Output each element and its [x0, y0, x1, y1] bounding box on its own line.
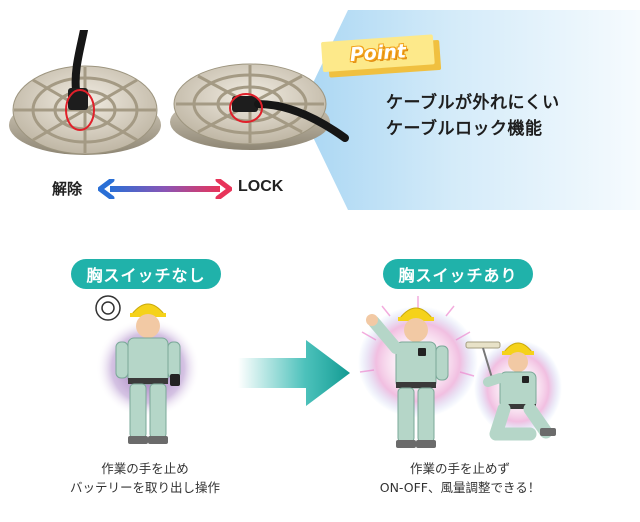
- workers-with-switch-illustration: [358, 296, 562, 448]
- big-right-arrow-icon: [238, 340, 350, 406]
- double-arrow-icon: [98, 179, 232, 199]
- right-caption-line1: 作業の手を止めず: [409, 461, 510, 476]
- no-chest-switch-title: 胸スイッチなし: [71, 259, 221, 289]
- worker-without-switch-illustration: [95, 295, 200, 444]
- cable-lock-section: Point ケーブルが外れにくい ケーブルロック機能: [0, 0, 640, 215]
- right-caption: 作業の手を止めず ON-OFF、風量調整できる！: [340, 459, 580, 497]
- fan-unlocked-image: [9, 30, 161, 155]
- feature-text-line1: ケーブルが外れにくい: [386, 93, 560, 113]
- release-label: 解除: [52, 180, 83, 198]
- with-chest-switch-title: 胸スイッチあり: [383, 259, 533, 289]
- left-caption-line1: 作業の手を止め: [101, 461, 189, 476]
- right-caption-line2: ON-OFF、風量調整できる！: [379, 480, 541, 495]
- lock-direction-indicator: 解除 LOCK: [52, 176, 312, 202]
- left-caption-line2: バッテリーを取り出し操作: [69, 480, 220, 495]
- fan-locked-image: [170, 63, 349, 150]
- lock-label: LOCK: [238, 178, 284, 195]
- left-caption: 作業の手を止め バッテリーを取り出し操作: [40, 459, 250, 497]
- fan-photos: [9, 30, 349, 155]
- feature-text-line2: ケーブルロック機能: [386, 119, 543, 139]
